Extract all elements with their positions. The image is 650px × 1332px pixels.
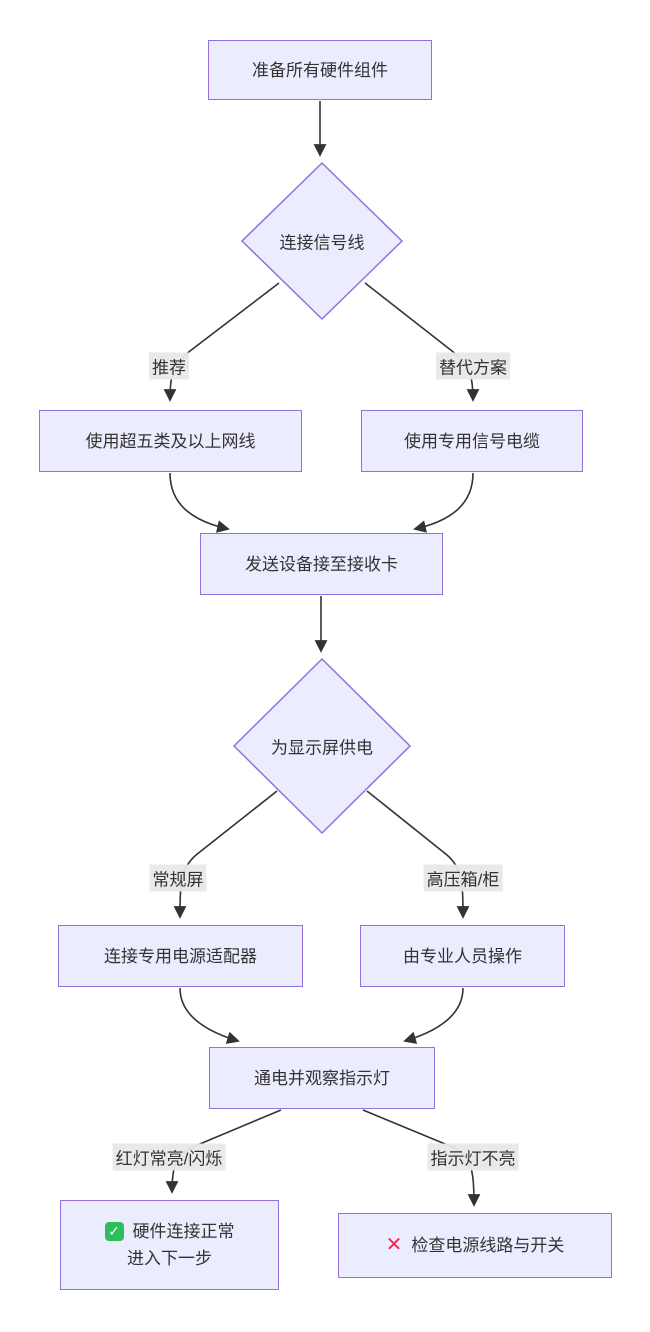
decision-power-screen-label: 为显示屏供电 <box>271 738 373 758</box>
node-prepare-hardware-label: 准备所有硬件组件 <box>252 60 388 80</box>
edge-special-cable-to-sender <box>413 472 474 533</box>
node-power-adapter-label: 连接专用电源适配器 <box>104 946 257 966</box>
edge-label-light-off: 指示灯不亮 <box>427 1143 519 1171</box>
node-connection-ok-text1: 硬件连接正常 <box>132 1222 235 1241</box>
node-special-signal-cable-label: 使用专用信号电缆 <box>404 431 540 451</box>
edge-connect-to-cat5e <box>163 282 280 402</box>
node-sender-to-receiver: 发送设备接至接收卡 <box>200 533 443 595</box>
edge-power-to-professional <box>366 790 470 919</box>
node-professional-operation: 由专业人员操作 <box>360 925 565 987</box>
edge-label-alternative: 替代方案 <box>436 352 510 380</box>
cross-icon: ✕ <box>385 1234 403 1256</box>
edge-professional-to-observe <box>403 987 464 1044</box>
node-check-power-line-row: ✕ 检查电源线路与开关 <box>386 1232 565 1259</box>
node-connection-ok-line2: 进入下一步 <box>127 1249 212 1268</box>
decision-connect-signal-label: 连接信号线 <box>279 233 365 253</box>
edge-label-recommended: 推荐 <box>149 352 189 380</box>
node-cat5e-cable: 使用超五类及以上网线 <box>39 410 302 472</box>
edge-cat5e-to-sender <box>169 472 230 533</box>
edge-power-to-adapter <box>173 790 278 919</box>
node-professional-operation-label: 由专业人员操作 <box>403 946 522 966</box>
decision-connect-signal-shape <box>240 161 404 321</box>
check-glyph: ✓ <box>108 1223 120 1239</box>
edge-adapter-to-observe <box>179 987 240 1044</box>
decision-power-screen-shape <box>232 657 412 835</box>
edge-label-normal-screen: 常规屏 <box>149 864 207 892</box>
edge-label-high-voltage: 高压箱/柜 <box>423 864 503 892</box>
node-connection-ok: ✓ 硬件连接正常 进入下一步 <box>60 1200 279 1290</box>
node-observe-indicator: 通电并观察指示灯 <box>209 1047 435 1109</box>
node-check-power-line: ✕ 检查电源线路与开关 <box>338 1213 612 1278</box>
node-cat5e-cable-label: 使用超五类及以上网线 <box>85 431 256 451</box>
node-observe-indicator-label: 通电并观察指示灯 <box>254 1068 390 1088</box>
node-sender-to-receiver-label: 发送设备接至接收卡 <box>245 554 398 574</box>
node-connection-ok-line1: ✓ 硬件连接正常 <box>104 1218 235 1245</box>
node-power-adapter: 连接专用电源适配器 <box>58 925 303 987</box>
node-special-signal-cable: 使用专用信号电缆 <box>361 410 583 472</box>
edge-connect-to-special-cable <box>364 282 480 402</box>
node-prepare-hardware: 准备所有硬件组件 <box>208 40 432 100</box>
edge-label-red-light: 红灯常亮/闪烁 <box>112 1143 226 1171</box>
check-icon: ✓ <box>104 1222 124 1241</box>
node-check-power-line-label: 检查电源线路与开关 <box>411 1236 565 1255</box>
